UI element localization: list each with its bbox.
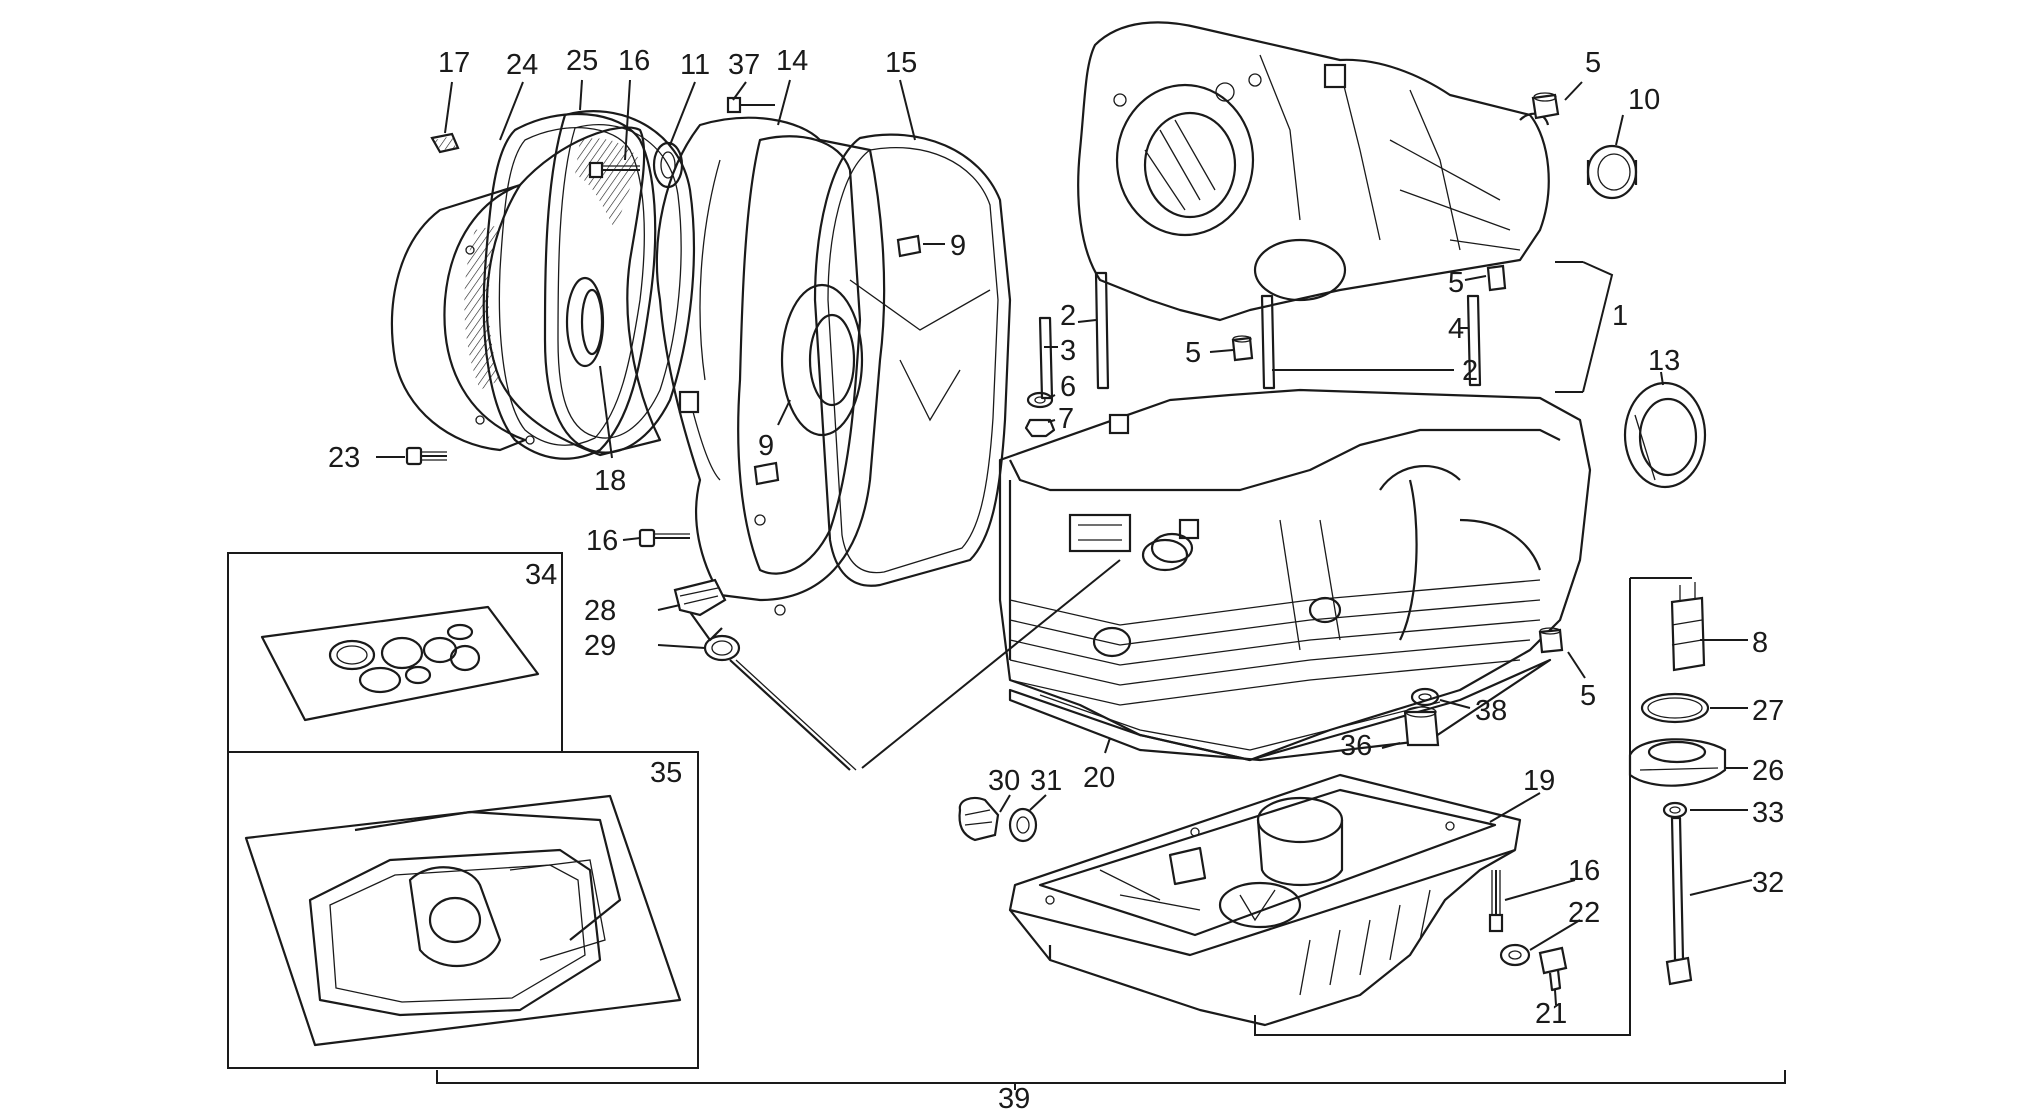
- dowel-5-center: [1231, 335, 1254, 362]
- label-19: 19: [1523, 765, 1555, 797]
- label-3: 3: [1060, 335, 1076, 367]
- labels: 17 24 25 16 11 37 14 15 9 5 10 1 5 4 2 2…: [328, 45, 1784, 1109]
- label-2-right: 2: [1462, 355, 1478, 387]
- stud-4: [1466, 294, 1482, 387]
- gasket-20: [1008, 658, 1552, 762]
- long-bolt-32: [1665, 816, 1693, 986]
- gasket-15: [813, 133, 1012, 587]
- label-24: 24: [506, 49, 538, 81]
- label-8: 8: [1752, 627, 1768, 659]
- bolt-16-mid: [638, 528, 690, 548]
- label-2-left: 2: [1060, 300, 1076, 332]
- kit-box-35: [227, 751, 699, 1069]
- plug-30: [958, 796, 1000, 842]
- oil-sump-19: [1008, 773, 1522, 1027]
- label-5-top: 5: [1585, 47, 1601, 79]
- dowel-9-lower: [753, 461, 780, 486]
- label-23: 23: [328, 442, 360, 474]
- outer-cover: [390, 126, 662, 457]
- dipstick-cap-28: [673, 578, 727, 642]
- label-34: 34: [525, 559, 557, 591]
- gasket-25: [543, 110, 696, 454]
- nut-17: [430, 132, 460, 154]
- crankcase-upper: [1077, 21, 1550, 322]
- o-ring-27: [1640, 692, 1710, 724]
- label-25: 25: [566, 45, 598, 77]
- label-22: 22: [1568, 897, 1600, 929]
- o-ring-29: [703, 634, 741, 662]
- crankcase-lower: [998, 388, 1592, 762]
- label-16-sump: 16: [1568, 855, 1600, 887]
- label-33: 33: [1752, 797, 1784, 829]
- stud-3: [1038, 316, 1054, 400]
- label-10: 10: [1628, 84, 1660, 116]
- dowel-5-top-right: [1531, 92, 1560, 120]
- label-29: 29: [584, 630, 616, 662]
- bolt-37: [726, 96, 775, 114]
- label-9-lower: 9: [758, 430, 774, 462]
- washer-22: [1499, 943, 1531, 967]
- label-9-upper: 9: [950, 230, 966, 262]
- filter-element-8: [1670, 582, 1706, 672]
- kit-box-34: [227, 552, 563, 753]
- label-4: 4: [1448, 313, 1464, 345]
- label-16-mid: 16: [586, 525, 618, 557]
- stud-2-right: [1260, 294, 1276, 390]
- spacer-36: [1403, 706, 1440, 747]
- bolt-16-sump: [1488, 870, 1504, 933]
- label-32: 32: [1752, 867, 1784, 899]
- filter-bracket-lines: [1254, 577, 1692, 1036]
- washer-6: [1026, 391, 1054, 409]
- ring-10: [1586, 144, 1638, 200]
- filler-cap-on-case: [1150, 532, 1194, 564]
- label-30: 30: [988, 765, 1020, 797]
- nut-7: [1024, 418, 1056, 438]
- label-5-right: 5: [1448, 267, 1464, 299]
- label-35: 35: [650, 757, 682, 789]
- label-37: 37: [728, 49, 760, 81]
- bolt-16-top: [588, 161, 640, 179]
- label-14: 14: [776, 45, 808, 77]
- label-11: 11: [680, 49, 710, 81]
- label-27: 27: [1752, 695, 1784, 727]
- label-5-center: 5: [1185, 337, 1201, 369]
- leader-lines: [376, 79, 1753, 1006]
- label-16-top: 16: [618, 45, 650, 77]
- label-28: 28: [584, 595, 616, 627]
- label-6: 6: [1060, 371, 1076, 403]
- filter-cap-26: [1628, 738, 1727, 787]
- label-20: 20: [1083, 762, 1115, 794]
- washer-31: [1008, 807, 1038, 843]
- label-13: 13: [1648, 345, 1680, 377]
- label-1: 1: [1612, 300, 1628, 332]
- label-15: 15: [885, 47, 917, 79]
- label-18: 18: [594, 465, 626, 497]
- label-5-lower: 5: [1580, 680, 1596, 712]
- label-7: 7: [1058, 403, 1074, 435]
- label-39: 39: [998, 1083, 1030, 1109]
- stud-2-left: [1094, 271, 1110, 390]
- bracket-39: [436, 1070, 1786, 1090]
- label-26: 26: [1752, 755, 1784, 787]
- drain-plug-21: [1538, 946, 1568, 992]
- label-38: 38: [1475, 695, 1507, 727]
- dowel-5-right: [1486, 264, 1507, 292]
- seal-13: [1623, 381, 1707, 489]
- dipstick-rod: [729, 659, 857, 771]
- timing-cover-14: [655, 116, 886, 616]
- oil-seal-18: [565, 276, 605, 368]
- dowel-9-upper: [896, 234, 922, 258]
- label-21: 21: [1535, 998, 1567, 1030]
- label-31: 31: [1030, 765, 1062, 797]
- label-36: 36: [1340, 730, 1372, 762]
- washer-33: [1662, 801, 1688, 819]
- bolt-23: [405, 446, 447, 466]
- dowel-5-lower: [1538, 627, 1564, 654]
- label-17: 17: [438, 47, 470, 79]
- pointer-line-28-29: [861, 559, 1121, 769]
- washer-38: [1410, 687, 1440, 707]
